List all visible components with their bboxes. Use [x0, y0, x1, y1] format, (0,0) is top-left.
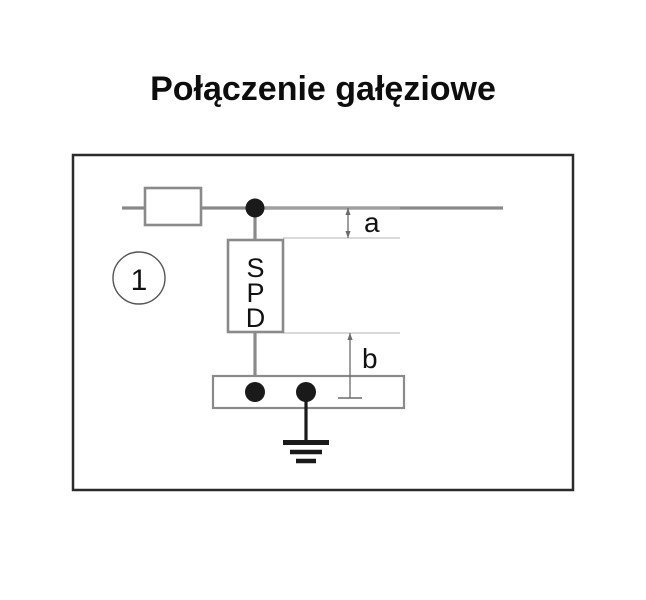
dimension-b-arrow-top	[347, 333, 353, 340]
node-busbar-spd	[245, 382, 265, 402]
node-busbar-earth	[296, 382, 316, 402]
fuse-symbol	[143, 186, 203, 227]
dimension-a-arrow-top	[345, 208, 351, 215]
spd-label-line-1: S	[246, 253, 264, 283]
page-title: Połączenie gałęziowe	[150, 70, 496, 108]
dimension-a-arrow-bottom	[345, 231, 351, 238]
dimension-a-label: a	[364, 207, 380, 238]
dimension-b-label: b	[362, 343, 378, 374]
node-line-junction	[245, 198, 265, 218]
callout-circle	[112, 251, 166, 305]
diagram-frame	[71, 153, 575, 492]
spd-label-line-3: D	[246, 303, 266, 333]
spd-symbol	[226, 238, 285, 334]
spd-label-line-2: P	[246, 278, 264, 308]
callout-label: 1	[131, 264, 148, 297]
